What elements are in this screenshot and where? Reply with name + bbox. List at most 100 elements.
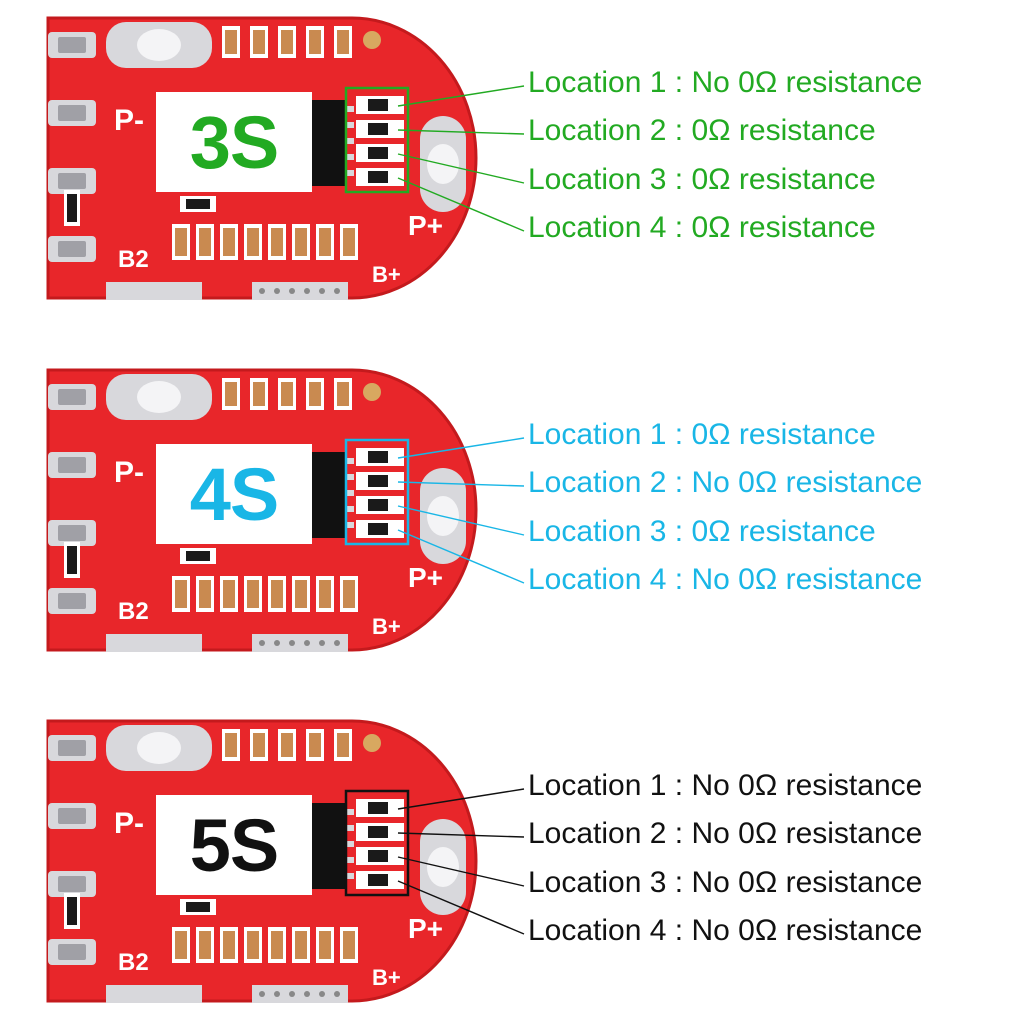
- wire-pad-inner: [58, 525, 86, 541]
- ic-pin: [346, 841, 354, 847]
- smd-resistor: [199, 228, 211, 256]
- smd-resistor: [253, 733, 265, 757]
- location-3-label: Location 3 : 0Ω resistance: [528, 163, 876, 196]
- via: [334, 640, 340, 646]
- smd-resistor: [337, 30, 349, 54]
- smd-resistor: [247, 580, 259, 608]
- smd-resistor: [223, 228, 235, 256]
- ic-pin: [346, 122, 354, 128]
- smd-part: [67, 897, 77, 925]
- p-plus-marking: P+: [408, 913, 444, 944]
- via: [289, 288, 295, 294]
- smd-resistor: [343, 580, 355, 608]
- wire-pad-inner: [58, 241, 86, 257]
- smd-resistor: [223, 931, 235, 959]
- via: [319, 640, 325, 646]
- via: [319, 288, 325, 294]
- ic-pin: [346, 857, 354, 863]
- via: [274, 288, 280, 294]
- location-3-label: Location 3 : No 0Ω resistance: [528, 866, 923, 899]
- smd-resistor: [199, 580, 211, 608]
- ic-pin: [346, 873, 354, 879]
- via: [259, 640, 265, 646]
- ic-pin: [346, 522, 354, 528]
- wire-pad-inner: [58, 944, 86, 960]
- p-plus-hole: [427, 144, 459, 184]
- location-4-label: Location 4 : No 0Ω resistance: [528, 914, 923, 947]
- b-plus-marking: B+: [372, 262, 401, 287]
- smd-resistor: [253, 30, 265, 54]
- smd-resistor: [309, 382, 321, 406]
- location-resistor: [368, 171, 388, 183]
- p-plus-hole: [427, 847, 459, 887]
- smd-resistor: [271, 228, 283, 256]
- mount-hole: [137, 29, 181, 61]
- smd-resistor: [225, 733, 237, 757]
- location-1-label: Location 1 : No 0Ω resistance: [528, 769, 923, 802]
- location-4-label: Location 4 : 0Ω resistance: [528, 211, 876, 244]
- via: [289, 991, 295, 997]
- ic-pin: [346, 170, 354, 176]
- smd-resistor: [309, 30, 321, 54]
- ic-chip: [312, 452, 346, 538]
- wire-pad-inner: [58, 808, 86, 824]
- location-resistor: [368, 147, 388, 159]
- location-3-label: Location 3 : 0Ω resistance: [528, 515, 876, 548]
- bottom-pad: [252, 634, 348, 652]
- panel-3s: P- P+ B2 B+ 3S Location 1 : No 0Ω resist…: [0, 0, 1023, 320]
- smd-resistor: [309, 733, 321, 757]
- wire-pad-inner: [58, 457, 86, 473]
- via: [363, 734, 381, 752]
- mount-hole: [137, 381, 181, 413]
- smd-part: [186, 199, 210, 209]
- panel-5s: P- P+ B2 B+ 5S Location 1 : No 0Ω resist…: [0, 703, 1023, 1023]
- smd-resistor: [199, 931, 211, 959]
- bottom-pad: [252, 282, 348, 300]
- panel-4s: P- P+ B2 B+ 4S Location 1 : 0Ω resistanc…: [0, 352, 1023, 672]
- cell-count-badge: 5S: [156, 795, 312, 895]
- smd-resistor: [295, 228, 307, 256]
- ic-pin: [346, 154, 354, 160]
- smd-resistor: [253, 382, 265, 406]
- wire-pad-inner: [58, 593, 86, 609]
- b-plus-marking: B+: [372, 965, 401, 990]
- smd-resistor: [281, 382, 293, 406]
- b2-marking: B2: [118, 598, 149, 625]
- smd-part: [67, 194, 77, 222]
- smd-resistor: [319, 580, 331, 608]
- wire-pad-inner: [58, 876, 86, 892]
- smd-resistor: [271, 931, 283, 959]
- via: [319, 991, 325, 997]
- bottom-pad: [106, 282, 202, 300]
- smd-resistor: [295, 580, 307, 608]
- smd-resistor: [319, 931, 331, 959]
- smd-resistor: [225, 382, 237, 406]
- location-resistor: [368, 451, 388, 463]
- ic-pin: [346, 506, 354, 512]
- smd-resistor: [281, 733, 293, 757]
- smd-resistor: [175, 580, 187, 608]
- ic-pin: [346, 490, 354, 496]
- via: [274, 640, 280, 646]
- via: [304, 288, 310, 294]
- ic-chip: [312, 100, 346, 186]
- wire-pad-inner: [58, 105, 86, 121]
- location-1-label: Location 1 : 0Ω resistance: [528, 418, 876, 451]
- smd-resistor: [319, 228, 331, 256]
- location-resistor: [368, 802, 388, 814]
- location-2-label: Location 2 : No 0Ω resistance: [528, 466, 923, 499]
- cell-count-badge: 3S: [156, 92, 312, 192]
- location-2-label: Location 2 : No 0Ω resistance: [528, 817, 923, 850]
- p-plus-marking: P+: [408, 210, 444, 241]
- smd-resistor: [247, 931, 259, 959]
- smd-part: [186, 551, 210, 561]
- ic-pin: [346, 138, 354, 144]
- smd-resistor: [337, 382, 349, 406]
- p-minus-marking: P-: [114, 456, 144, 489]
- location-resistor: [368, 499, 388, 511]
- p-plus-marking: P+: [408, 562, 444, 593]
- via: [334, 991, 340, 997]
- location-resistor: [368, 475, 388, 487]
- location-resistor: [368, 850, 388, 862]
- via: [304, 991, 310, 997]
